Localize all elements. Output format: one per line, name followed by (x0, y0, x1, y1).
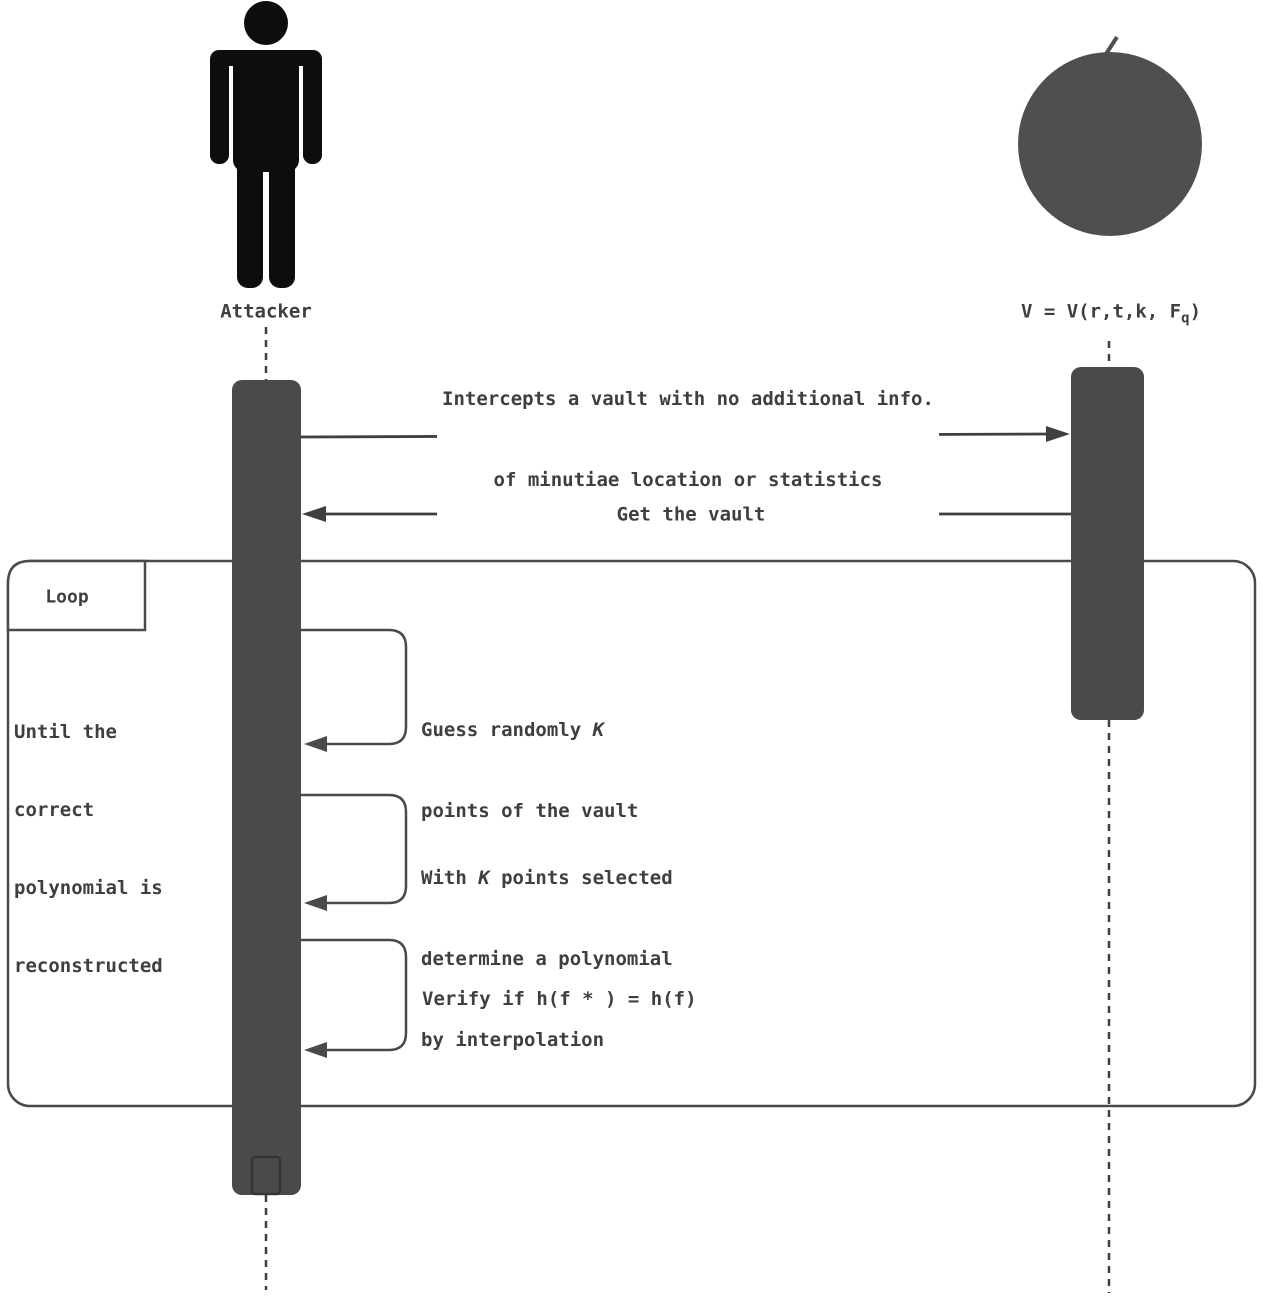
person-left-arm (210, 50, 229, 164)
loop-condition-line3: polynomial is (14, 877, 163, 899)
intercept-arrowhead (1046, 426, 1070, 442)
loop-frame (6, 559, 1257, 1108)
self-interpolate-line1-post: points selected (489, 867, 673, 889)
self-message-interpolate-label: With K points selected determine a polyn… (421, 811, 673, 1108)
person-right-leg (269, 158, 295, 288)
self-arrowhead-guess (304, 736, 327, 752)
vault-label-close: ) (1189, 300, 1202, 323)
vault-label-subscript: q (1181, 310, 1190, 327)
vault-stem (1104, 35, 1119, 56)
self-interpolate-line3: by interpolation (421, 1029, 605, 1051)
self-loop-guess (298, 628, 408, 746)
self-interpolate-line1-pre: With (421, 867, 479, 889)
loop-condition-line2: correct (14, 799, 95, 821)
vault-circle-icon (1018, 35, 1202, 236)
self-guess-line1-text: Guess randomly (421, 719, 593, 741)
vault-label: V = V(r,t,k, Fq) (1021, 299, 1201, 326)
attacker-person-icon (210, 1, 322, 288)
lifelines (264, 327, 1111, 1293)
vault-activation-bar (1071, 367, 1144, 720)
self-message-loops (298, 628, 408, 1052)
message-arrowheads (302, 426, 1070, 522)
person-left-leg (237, 158, 263, 288)
loop-condition-line4: reconstructed (14, 955, 163, 977)
get-vault-arrowhead (302, 506, 326, 522)
self-guess-k-variable: K (592, 719, 605, 741)
self-loop-interpolate (298, 793, 408, 905)
loop-condition: Until the correct polynomial is reconstr… (14, 667, 163, 1031)
loop-condition-line1: Until the (14, 721, 117, 743)
loop-label-tab (6, 559, 147, 632)
attacker-activation-notch (250, 1155, 282, 1196)
self-guess-line2: points of the vault (421, 800, 639, 822)
vault-label-main: V = V(r,t,k, F (1020, 300, 1182, 323)
self-message-verify-label: Verify if h(f * ) = h(f) (422, 988, 697, 1010)
loop-fragment (6, 559, 1257, 1108)
loop-tab-label: Loop (45, 586, 89, 608)
self-message-guess-label: Guess randomly K points of the vault (421, 663, 638, 879)
self-message-arrowheads (304, 736, 327, 1058)
message-intercept-line2: of minutiae location or statistics (493, 469, 883, 491)
self-interpolate-line2: determine a polynomial (421, 948, 673, 970)
attacker-activation-bar (232, 380, 301, 1195)
self-loop-verify (298, 938, 408, 1052)
person-right-arm (303, 50, 322, 164)
self-arrowhead-verify (304, 1042, 327, 1058)
self-interpolate-k-variable: K (478, 867, 490, 889)
message-get-vault-label: Get the vault (611, 501, 771, 529)
message-intercept-line1: Intercepts a vault with no additional in… (442, 388, 934, 410)
person-head (244, 1, 288, 45)
attacker-label: Attacker (220, 300, 312, 323)
person-torso (233, 50, 299, 172)
self-guess-line1: Guess randomly K (421, 717, 638, 744)
self-arrowhead-interpolate (304, 895, 327, 911)
self-interpolate-line1: With K points selected (421, 865, 673, 892)
vault-circle (1018, 52, 1202, 236)
